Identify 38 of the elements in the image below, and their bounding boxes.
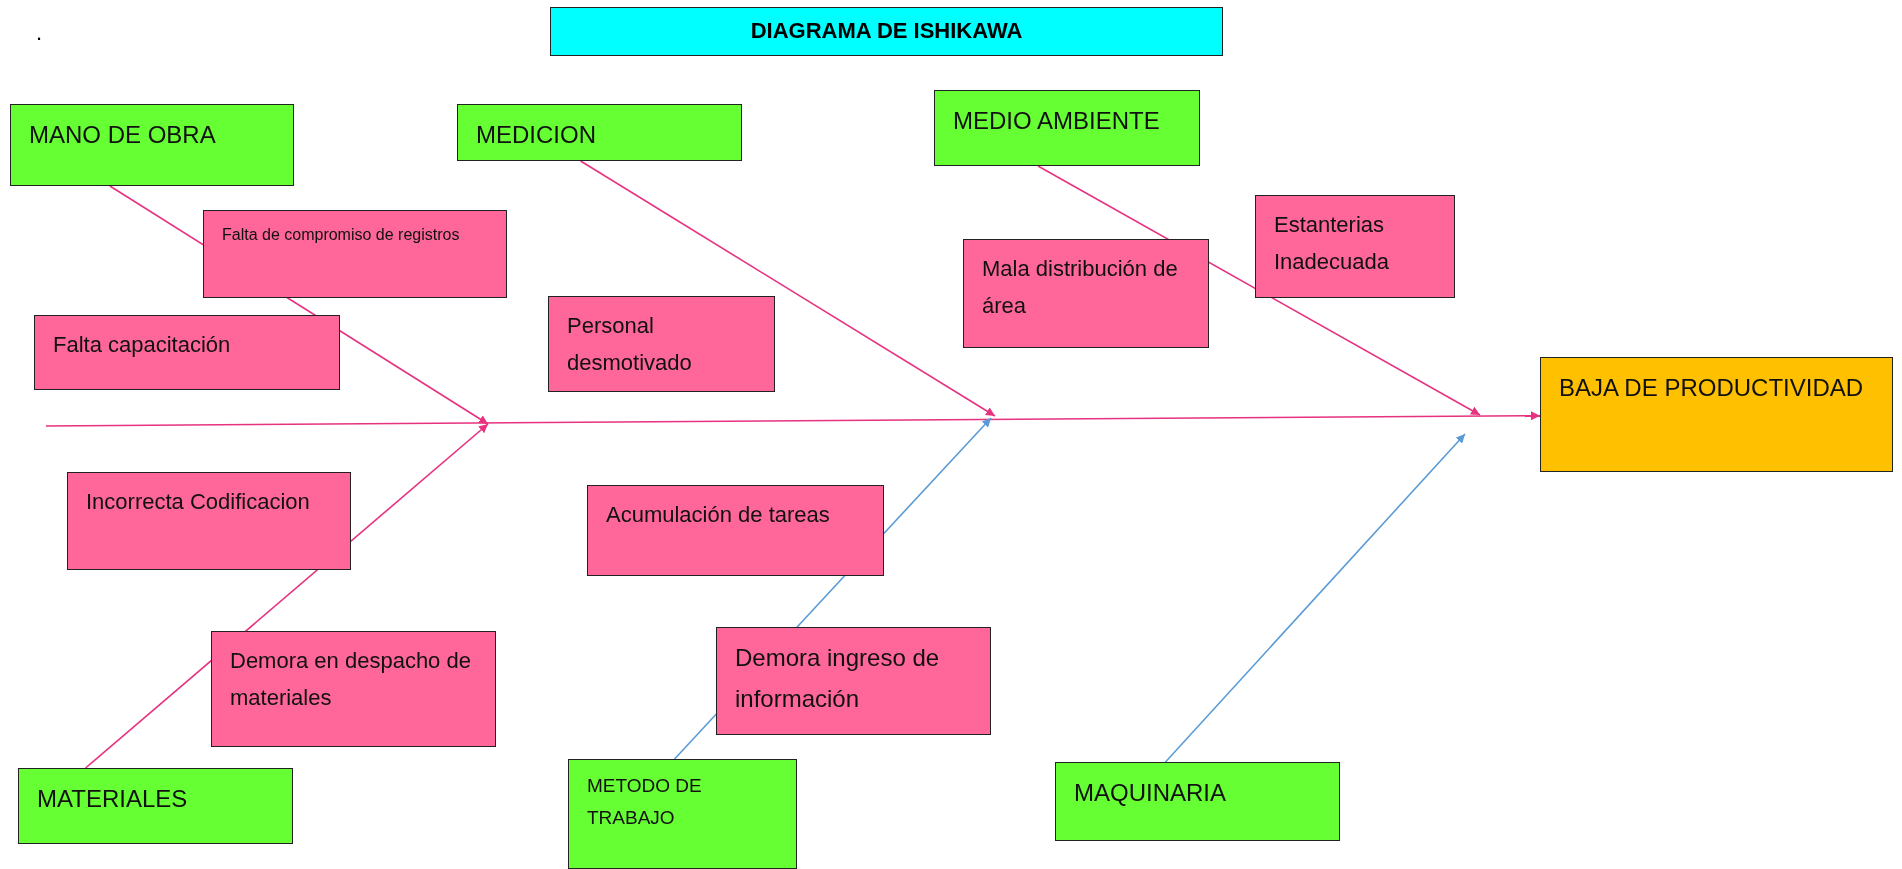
note-text: . [36,20,43,46]
box-text: Acumulación de tareas [606,501,831,529]
category-box [18,768,293,844]
box-text: Estanterias Inadecuada [1274,211,1390,277]
bone-arrow [579,160,996,417]
bone-arrow [1164,433,1466,763]
box-text: Personal desmotivado [567,312,693,378]
box-text: MEDICION [476,120,597,150]
box-text: MANO DE OBRA [29,120,217,150]
category-box [457,104,742,161]
box-text: Falta de compromiso de registros [222,225,461,245]
box-text: Falta capacitación [53,331,232,359]
category-box [1055,762,1340,841]
cause-box [67,472,351,570]
effect-box [1540,357,1893,472]
title-banner: DIAGRAMA DE ISHIKAWA [550,7,1223,56]
bone-arrow [1037,165,1481,416]
cause-box [716,627,991,735]
cause-box [211,631,496,747]
box-text: BAJA DE PRODUCTIVIDAD [1559,373,1865,403]
box-text: Demora ingreso de información [735,643,941,714]
category-box [10,104,294,186]
box-text: Demora en despacho de materiales [230,647,472,713]
cause-box [963,239,1209,348]
spine-arrow [45,411,1541,427]
cause-box [1255,195,1455,298]
box-text: Mala distribución de área [982,255,1179,321]
box-text: MAQUINARIA [1074,778,1227,808]
category-box [568,759,797,869]
cause-box [587,485,884,576]
box-text: MATERIALES [37,784,189,814]
cause-box [34,315,340,390]
cause-box [548,296,775,392]
box-text: Incorrecta Codificacion [86,488,311,516]
box-text: METODO DE TRABAJO [587,774,703,831]
box-text: MEDIO AMBIENTE [953,106,1161,136]
category-box [934,90,1200,166]
cause-box [203,210,507,298]
